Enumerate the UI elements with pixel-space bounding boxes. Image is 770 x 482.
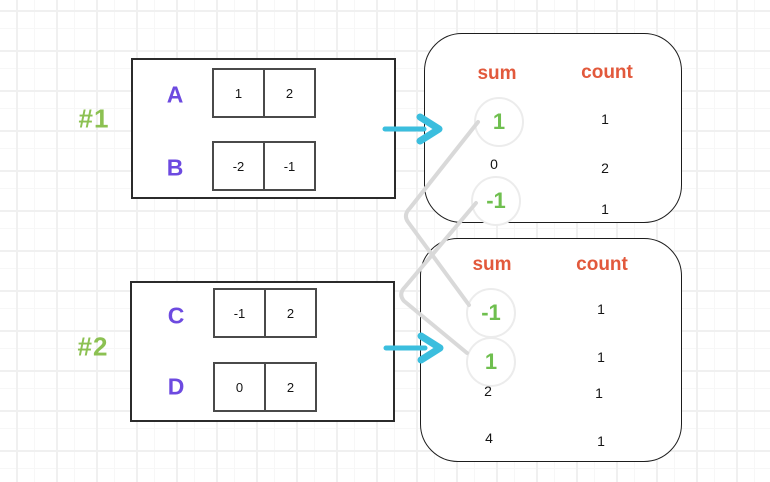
- sum-value: 1: [492, 109, 506, 134]
- array-b-cells: -2 -1: [212, 141, 316, 191]
- sum-value: -1: [486, 188, 506, 213]
- group-1-input-box: A 1 2 B -2 -1: [131, 58, 396, 199]
- count-value: 1: [595, 385, 603, 401]
- group-1-label: #1: [78, 103, 110, 134]
- count-value: 1: [597, 433, 605, 449]
- count-header: count: [576, 254, 628, 275]
- count-value: 2: [601, 160, 609, 176]
- array-c-cell-1: 2: [264, 290, 315, 336]
- array-d-cell-1: 2: [264, 364, 315, 410]
- count-header: count: [581, 62, 633, 83]
- array-d-label: D: [167, 373, 185, 400]
- sum-header: sum: [477, 63, 517, 84]
- group-2-input-box: C -1 2 D 0 2: [130, 281, 395, 422]
- sum-value: -1: [481, 300, 501, 325]
- sum-circle: 1: [466, 337, 516, 387]
- sum-value: 0: [490, 156, 498, 172]
- array-a-cell-0: 1: [234, 85, 243, 101]
- group-1-result-box: sum count 1 1 0 2 -1 1: [424, 33, 682, 226]
- array-b-label: B: [166, 154, 184, 181]
- array-b-cell-1: -1: [263, 143, 314, 189]
- sum-circle: -1: [471, 176, 521, 226]
- array-d-cells: 0 2: [213, 362, 317, 412]
- group-2-result-box: sum count -1 1 1 1 2 1 4 1: [420, 238, 682, 462]
- array-b-cell-0: -2: [232, 158, 245, 174]
- array-a-label: A: [166, 81, 184, 108]
- count-value: 1: [597, 349, 605, 365]
- group-2-label: #2: [77, 331, 109, 362]
- sum-value: 1: [484, 349, 498, 374]
- array-a-cell-1: 2: [263, 70, 314, 116]
- sum-circle: -1: [466, 288, 516, 338]
- array-a-cells: 1 2: [212, 68, 316, 118]
- sum-circle: 1: [474, 97, 524, 147]
- sum-value: 4: [485, 430, 493, 446]
- sum-header: sum: [472, 254, 512, 275]
- count-value: 1: [601, 111, 609, 127]
- count-value: 1: [601, 201, 609, 217]
- array-d-cell-0: 0: [235, 379, 244, 395]
- array-c-cell-0: -1: [233, 305, 246, 321]
- count-value: 1: [597, 301, 605, 317]
- array-c-cells: -1 2: [213, 288, 317, 338]
- sum-value: 2: [484, 383, 492, 399]
- array-c-label: C: [167, 302, 185, 329]
